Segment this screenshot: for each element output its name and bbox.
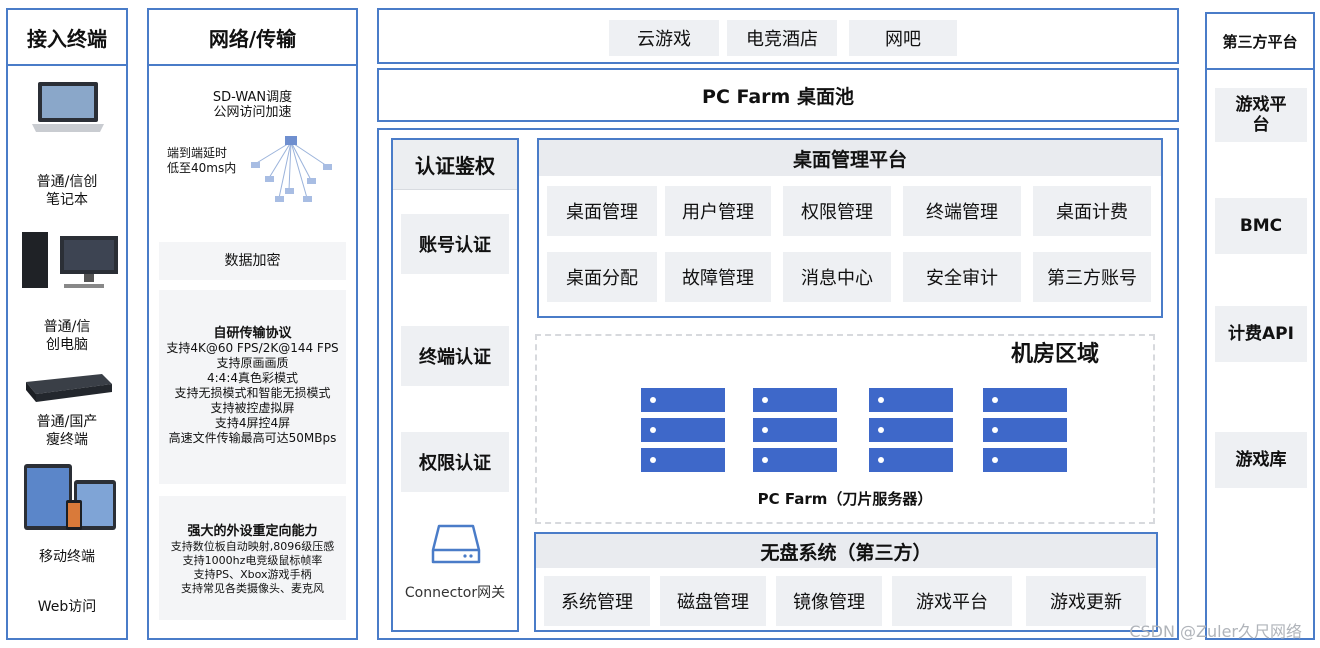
connector-gateway-icon [431, 524, 481, 564]
mgmt-desktop-billing: 桌面计费 [1033, 186, 1151, 236]
server-unit [641, 388, 725, 412]
server-unit [983, 388, 1067, 412]
mgmt-desktop-allocation: 桌面分配 [547, 252, 657, 302]
platform-game-platform: 游戏平 台 [1215, 88, 1307, 142]
redirect-line: 支持1000hz电竞级鼠标帧率 [182, 554, 323, 567]
latency-text: 端到端延时 低至40ms内 [167, 146, 237, 175]
connector-gateway-label: Connector网关 [404, 585, 506, 601]
mgmt-permission-management: 权限管理 [783, 186, 891, 236]
laptop-icon [32, 82, 104, 132]
mgmt-title: 桌面管理平台 [539, 140, 1161, 176]
redirect-block: 强大的外设重定向能力 支持数位板自动映射,8096级压感 支持1000hz电竞级… [159, 496, 346, 620]
auth-title: 认证鉴权 [393, 140, 517, 190]
scenario-esports-hotel: 电竞酒店 [727, 20, 837, 56]
platform-game-library: 游戏库 [1215, 432, 1307, 488]
machine-room-area: 机房区域 PC Farm（刀片服务器） [535, 334, 1155, 524]
access-terminal-column: 接入终端 普通/信创 笔记本 普通/信 创电脑 普通/国产 瘦终端 移动终端 W… [6, 8, 128, 640]
network-column: 网络/传输 SD-WAN调度 公网访问加速 端到端延时 低至40ms内 数据加密… [147, 8, 358, 640]
server-unit [983, 448, 1067, 472]
server-unit [869, 418, 953, 442]
platform-bmc: BMC [1215, 198, 1307, 254]
protocol-line: 4:4:4真色彩模式 [207, 371, 298, 385]
device-label-thin-client: 普通/国产 瘦终端 [36, 414, 98, 448]
mgmt-security-audit: 安全审计 [903, 252, 1021, 302]
device-label-pc: 普通/信 创电脑 [43, 319, 91, 353]
main-platform-area: 认证鉴权 账号认证 终端认证 权限认证 Connector网关 桌面管理平台 桌… [377, 128, 1179, 640]
desktop-pool-banner: PC Farm 桌面池 [377, 68, 1179, 122]
protocol-line: 支持4K@60 FPS/2K@144 FPS [166, 341, 339, 355]
account-auth: 账号认证 [401, 214, 509, 274]
third-party-platform-title: 第三方平台 [1207, 14, 1313, 70]
diskless-system-management: 系统管理 [544, 576, 650, 626]
network-title: 网络/传输 [149, 10, 356, 66]
protocol-line: 支持无损模式和智能无损模式 [174, 386, 331, 400]
protocol-block: 自研传输协议 支持4K@60 FPS/2K@144 FPS 支持原画画质 4:4… [159, 290, 346, 484]
server-unit [753, 388, 837, 412]
scenario-banner: 云游戏 电竞酒店 网吧 [377, 8, 1179, 64]
diskless-game-update: 游戏更新 [1026, 576, 1146, 626]
device-label-web: Web访问 [37, 599, 97, 615]
permission-auth: 权限认证 [401, 432, 509, 492]
protocol-line: 高速文件传输最高可达50MBps [168, 431, 337, 445]
mgmt-message-center: 消息中心 [783, 252, 891, 302]
watermark: CSDN @Zuler久尺网络 [1129, 622, 1302, 641]
machine-room-title: 机房区域 [1010, 342, 1099, 367]
server-unit [869, 448, 953, 472]
access-terminal-title: 接入终端 [8, 10, 126, 66]
diskless-system: 无盘系统（第三方） 系统管理 磁盘管理 镜像管理 游戏平台 游戏更新 [534, 532, 1158, 632]
device-label-mobile: 移动终端 [39, 549, 95, 565]
server-unit [753, 418, 837, 442]
server-unit [983, 418, 1067, 442]
server-unit [753, 448, 837, 472]
protocol-line: 支持被控虚拟屏 [210, 401, 295, 415]
mgmt-fault-management: 故障管理 [665, 252, 771, 302]
mobile-devices-icon [24, 464, 116, 530]
third-party-platform-column: 第三方平台 游戏平 台 BMC 计费API 游戏库 [1205, 12, 1315, 640]
server-unit [641, 418, 725, 442]
mgmt-third-party-account: 第三方账号 [1033, 252, 1151, 302]
scenario-cloud-gaming: 云游戏 [609, 20, 719, 56]
server-unit [641, 448, 725, 472]
redirect-line: 支持数位板自动映射,8096级压感 [170, 540, 335, 553]
server-unit [869, 388, 953, 412]
protocol-title: 自研传输协议 [213, 326, 292, 341]
data-encryption-label: 数据加密 [159, 242, 346, 280]
device-label-laptop: 普通/信创 笔记本 [36, 174, 98, 208]
thin-client-icon [26, 374, 112, 402]
redirect-title: 强大的外设重定向能力 [187, 524, 318, 539]
redirect-line: 支持PS、Xbox游戏手柄 [193, 568, 312, 581]
sdwan-text: SD-WAN调度 公网访问加速 [212, 90, 293, 120]
redirect-line: 支持常见各类摄像头、麦克风 [181, 582, 324, 595]
mgmt-terminal-management: 终端管理 [903, 186, 1021, 236]
mgmt-user-management: 用户管理 [665, 186, 771, 236]
mgmt-desktop-management: 桌面管理 [547, 186, 657, 236]
diskless-game-platform: 游戏平台 [892, 576, 1012, 626]
diskless-disk-management: 磁盘管理 [660, 576, 766, 626]
desktop-pc-icon [22, 232, 118, 288]
network-topology-icon [251, 136, 332, 202]
scenario-internet-cafe: 网吧 [849, 20, 957, 56]
pc-farm-label: PC Farm（刀片服务器） [757, 490, 933, 508]
diskless-image-management: 镜像管理 [776, 576, 882, 626]
diskless-title: 无盘系统（第三方） [536, 534, 1156, 568]
desktop-management-platform: 桌面管理平台 桌面管理 用户管理 权限管理 终端管理 桌面计费 桌面分配 故障管… [537, 138, 1163, 318]
terminal-auth: 终端认证 [401, 326, 509, 386]
protocol-line: 支持4屏控4屏 [214, 416, 291, 430]
auth-panel: 认证鉴权 账号认证 终端认证 权限认证 Connector网关 [391, 138, 519, 632]
platform-billing-api: 计费API [1215, 306, 1307, 362]
protocol-line: 支持原画画质 [216, 356, 289, 370]
